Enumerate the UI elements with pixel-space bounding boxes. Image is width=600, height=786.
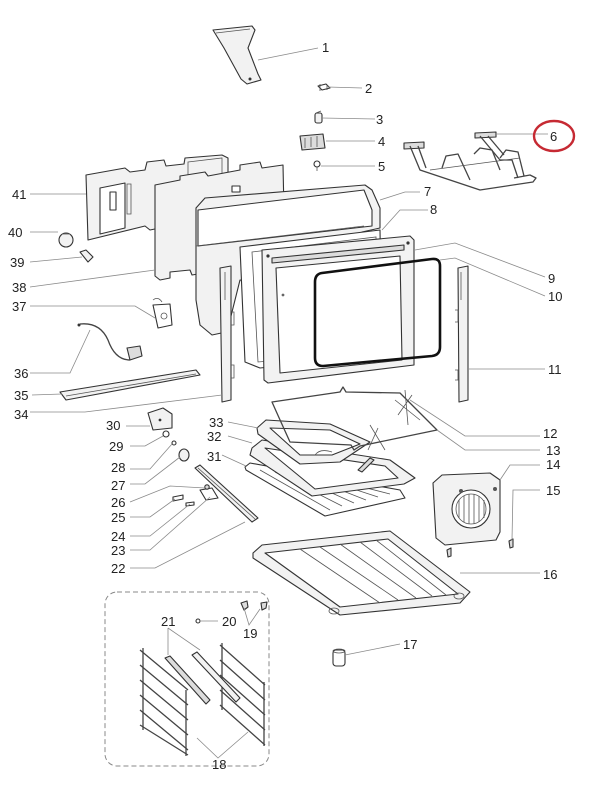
- callout-14[interactable]: 14: [546, 457, 560, 472]
- part-14-fan-cover[interactable]: [432, 472, 501, 546]
- callout-30[interactable]: 30: [106, 418, 120, 433]
- callout-6[interactable]: 6: [550, 129, 557, 144]
- part-26-pin[interactable]: [204, 484, 210, 490]
- callout-9[interactable]: 9: [548, 271, 555, 286]
- callout-16[interactable]: 16: [543, 567, 557, 582]
- callout-13[interactable]: 13: [546, 443, 560, 458]
- callout-5[interactable]: 5: [378, 159, 385, 174]
- callout-labels: 1 2 3 4 5 6 7 8 9 10 11 12 13 14 15 16 1…: [8, 40, 576, 772]
- part-40-knob[interactable]: [58, 232, 74, 248]
- part-3-lamp-holder[interactable]: [314, 110, 323, 124]
- highlight-circle: [532, 119, 576, 153]
- leader-lines: [29, 47, 548, 759]
- callout-11[interactable]: 11: [548, 362, 562, 377]
- callout-19[interactable]: 19: [243, 626, 257, 641]
- callout-24[interactable]: 24: [111, 529, 125, 544]
- callout-12[interactable]: 12: [543, 426, 557, 441]
- part-35-trim-bar[interactable]: [59, 369, 201, 401]
- callout-29[interactable]: 29: [109, 439, 123, 454]
- callout-28[interactable]: 28: [111, 460, 125, 475]
- part-18-shelf-supports[interactable]: [139, 643, 266, 756]
- part-6-heating-element[interactable]: [403, 131, 537, 191]
- callout-3[interactable]: 3: [376, 112, 383, 127]
- part-34-side-runner-left[interactable]: [219, 265, 235, 403]
- callout-2[interactable]: 2: [365, 81, 372, 96]
- callout-34[interactable]: 34: [14, 407, 28, 422]
- callout-18[interactable]: 18: [212, 757, 226, 772]
- part-36-power-cable[interactable]: [77, 323, 143, 361]
- part-17-foot[interactable]: [332, 648, 346, 667]
- part-25-screw[interactable]: [172, 494, 184, 502]
- part-22-hinge-arm[interactable]: [194, 464, 259, 523]
- part-10-door-gasket[interactable]: [313, 257, 442, 368]
- part-13-element-bracket[interactable]: [357, 389, 421, 473]
- callout-32[interactable]: 32: [207, 429, 221, 444]
- part-29-nut[interactable]: [162, 430, 170, 438]
- callout-40[interactable]: 40: [8, 225, 22, 240]
- callout-41[interactable]: 41: [12, 187, 26, 202]
- part-4-terminal-block[interactable]: [299, 133, 326, 151]
- callout-7[interactable]: 7: [424, 184, 431, 199]
- callout-22[interactable]: 22: [111, 561, 125, 576]
- part-9-door-frame[interactable]: [261, 235, 415, 384]
- part-30-bracket[interactable]: [147, 407, 173, 431]
- part-21-telescopic-runner[interactable]: [164, 651, 241, 705]
- callout-37[interactable]: 37: [12, 299, 26, 314]
- callout-10[interactable]: 10: [548, 289, 562, 304]
- callout-15[interactable]: 15: [546, 483, 560, 498]
- callout-39[interactable]: 39: [10, 255, 24, 270]
- part-19-clip[interactable]: [240, 600, 268, 611]
- callout-4[interactable]: 4: [378, 134, 385, 149]
- accessory-group-frame: [104, 591, 270, 767]
- part-37-motor[interactable]: [152, 298, 173, 329]
- callout-8[interactable]: 8: [430, 202, 437, 217]
- callout-38[interactable]: 38: [12, 280, 26, 295]
- part-39-lamp[interactable]: [79, 249, 94, 263]
- part-15-screw[interactable]: [446, 538, 514, 558]
- callout-36[interactable]: 36: [14, 366, 28, 381]
- callout-20[interactable]: 20: [222, 614, 236, 629]
- part-5-screw[interactable]: [313, 160, 321, 171]
- part-16-oven-base[interactable]: [252, 530, 471, 616]
- callout-27[interactable]: 27: [111, 478, 125, 493]
- callout-35[interactable]: 35: [14, 388, 28, 403]
- callout-25[interactable]: 25: [111, 510, 125, 525]
- part-1-bracket[interactable]: [212, 25, 262, 85]
- part-20-screw[interactable]: [195, 618, 201, 624]
- callout-1[interactable]: 1: [322, 40, 329, 55]
- callout-31[interactable]: 31: [207, 449, 221, 464]
- callout-33[interactable]: 33: [209, 415, 223, 430]
- part-12-lower-element[interactable]: [271, 386, 438, 451]
- part-11-side-runner-right[interactable]: [455, 265, 469, 403]
- part-27-bushing[interactable]: [178, 448, 190, 462]
- callout-26[interactable]: 26: [111, 495, 125, 510]
- callout-23[interactable]: 23: [111, 543, 125, 558]
- part-28-washer[interactable]: [171, 440, 177, 446]
- callout-17[interactable]: 17: [403, 637, 417, 652]
- part-2-clip[interactable]: [317, 83, 331, 91]
- callout-21[interactable]: 21: [161, 614, 175, 629]
